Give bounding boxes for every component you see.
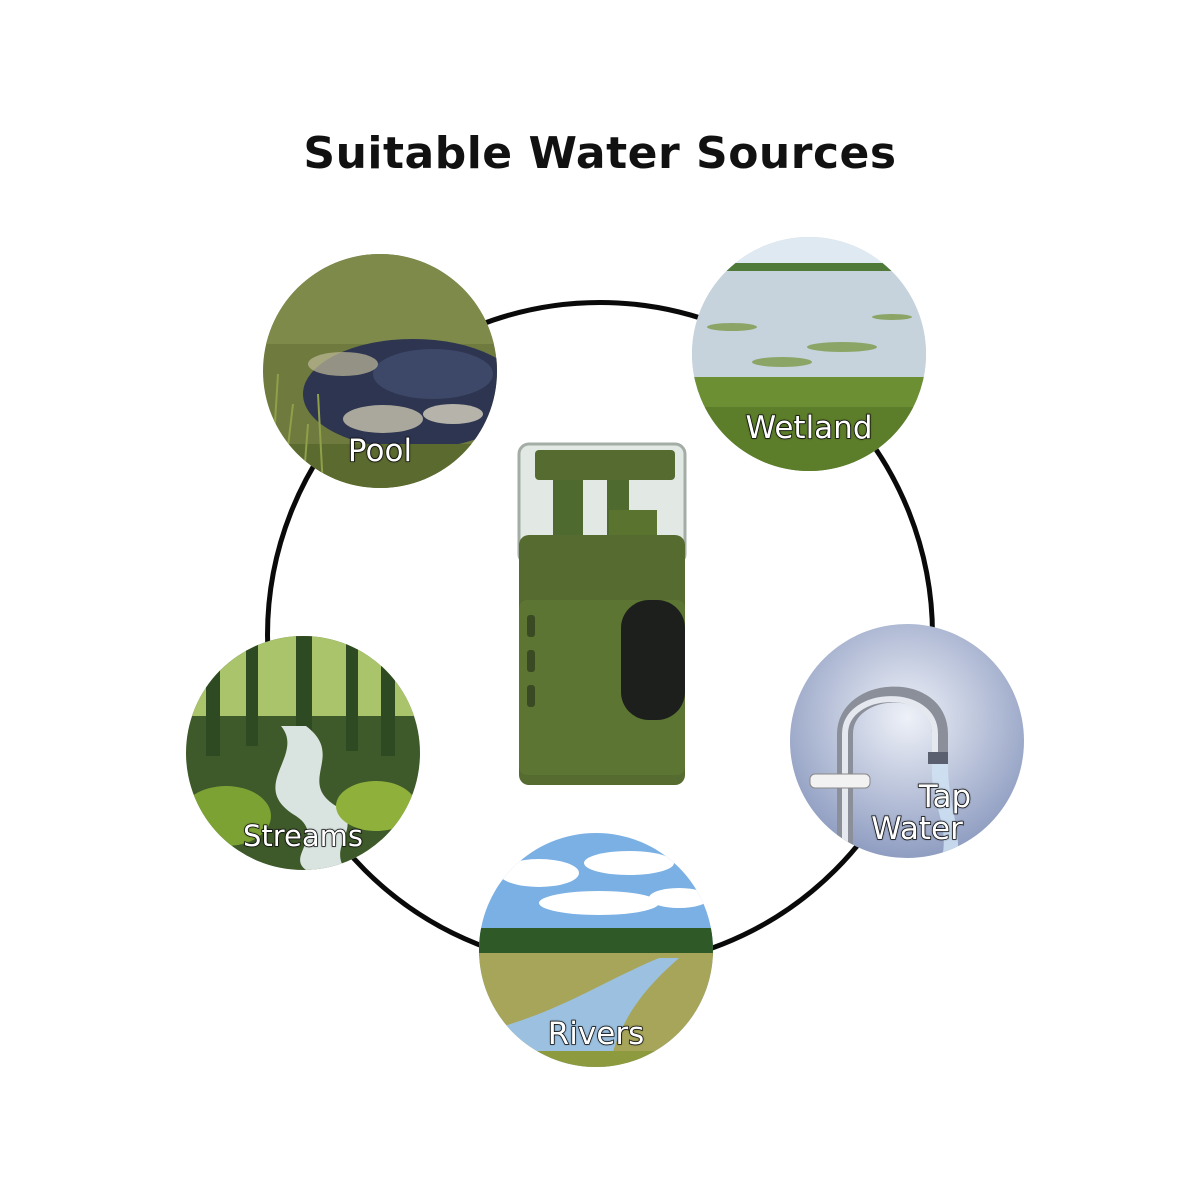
tap-water-photo-icon xyxy=(790,624,1024,858)
source-wetland: Wetland xyxy=(692,237,926,471)
source-label: Tap xyxy=(918,779,972,815)
source-streams: Streams xyxy=(186,636,420,870)
wetland-photo-icon xyxy=(692,237,926,471)
source-label: Streams xyxy=(242,819,364,853)
source-label: Water xyxy=(870,811,963,847)
source-label: Pool xyxy=(347,433,413,469)
water-filter-pump-icon xyxy=(517,442,687,785)
source-label: Wetland xyxy=(745,410,874,446)
source-pool: Pool xyxy=(263,254,497,488)
streams-photo-icon xyxy=(186,636,420,870)
rivers-photo-icon xyxy=(479,833,713,1067)
pool-photo-icon xyxy=(263,254,497,488)
source-tap-water: Tap Water xyxy=(790,624,1024,858)
page-title: Suitable Water Sources xyxy=(303,128,897,179)
source-label: Rivers xyxy=(547,1016,645,1052)
product-image xyxy=(505,440,695,790)
source-rivers: Rivers xyxy=(479,833,713,1067)
